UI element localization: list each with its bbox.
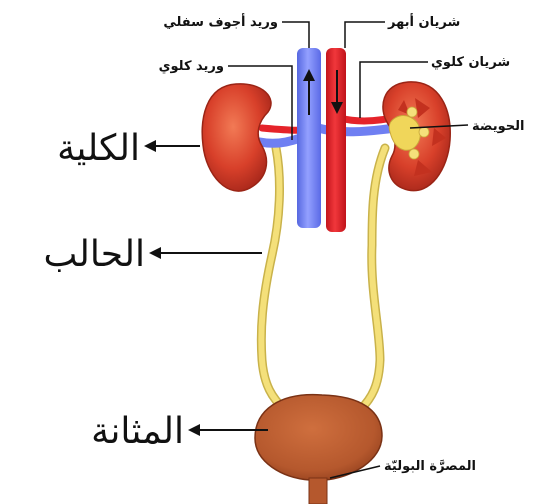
renal-artery-label: شريان كلوي <box>431 55 510 70</box>
vena-cava-label: وريد أجوف سفلي <box>163 13 278 30</box>
aorta-label: شريان أبهر <box>387 13 460 30</box>
renal-pelvis <box>389 116 420 151</box>
right-renal-artery <box>340 118 392 121</box>
urethra <box>309 478 327 504</box>
ureter-label: الحالب <box>44 234 146 275</box>
urethra-label: المصرَّة البوليّة <box>384 459 476 474</box>
renal-vein-label: وريد كلوي <box>159 59 224 74</box>
bladder-label: المثانة <box>91 411 184 452</box>
vena-cava-pointer <box>282 22 309 48</box>
bladder <box>255 395 382 480</box>
aorta-pointer <box>345 22 385 48</box>
kidney-label: الكلية <box>57 128 140 169</box>
left-kidney <box>202 84 271 191</box>
renal-pelvis-label: الحويضة <box>472 119 524 134</box>
